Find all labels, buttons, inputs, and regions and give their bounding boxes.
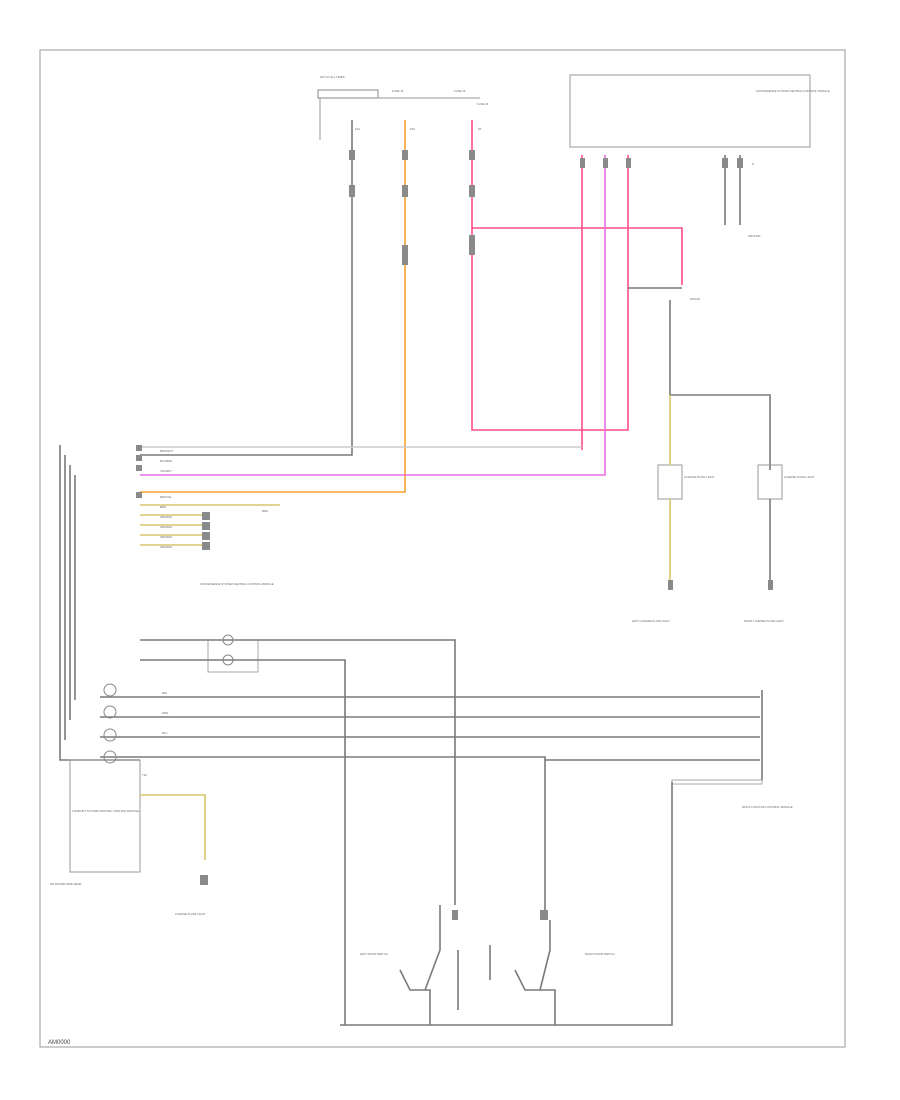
right-bottom-module-label: MULTI-FUNCTION CONTROL MODULE <box>742 805 793 809</box>
splice-label: SPLICE <box>690 297 700 301</box>
wire-bus-rows <box>100 696 760 920</box>
wire-fuse-c-pink <box>471 120 629 431</box>
wire-splice <box>628 287 771 470</box>
diagram-reference: AM0000 <box>48 1040 71 1046</box>
ground-top-label: G <box>752 162 754 166</box>
fuse-c-rating: 5A <box>478 127 482 131</box>
bus-label-8: GRN/BLK <box>160 535 172 539</box>
switch-left-label: LEFT DOOR SWITCH <box>360 952 388 956</box>
fuse-a-rating: 10A <box>355 127 360 131</box>
top-fuse-box: HOT AT ALL TIMES FUSE 14 FUSE 15 FUSE 16… <box>317 75 489 140</box>
lamp-right-bottom-label: RIGHT LICENSE PLATE LIGHT <box>744 619 784 623</box>
top-fuse-box-label: HOT AT ALL TIMES <box>320 75 345 79</box>
center-module: CONVENIENCE SYSTEM CENTRAL CONTROL MODUL… <box>140 582 456 1025</box>
wire-pink-horizontal <box>472 227 683 285</box>
fuse-a-label: FUSE 14 <box>392 89 404 93</box>
bus-label-3: VIO/WHT <box>160 469 172 473</box>
ground-bottom-left-label: LICENSE PLATE LIGHT <box>175 912 206 916</box>
lamp-right-label: LICENSE PLATE LIGHT <box>784 475 815 479</box>
right-bottom-module: MULTI-FUNCTION CONTROL MODULE <box>340 690 793 1026</box>
ground-top-right-label: GROUND <box>748 234 760 238</box>
diagram-frame <box>39 49 846 1048</box>
left-module-label: COMFORT SYSTEM CENTRAL CONTROL MODULE <box>72 809 139 813</box>
connector-markers <box>136 150 773 920</box>
lamp-left: LICENSE PLATE LIGHT LEFT LICENSE PLATE L… <box>632 395 715 623</box>
left-module-sub-label: ON DRIVER SIDE REAR <box>50 882 81 886</box>
bus-label-2: BLU/RED <box>160 459 172 463</box>
fuse-b-label: FUSE 15 <box>454 89 466 93</box>
wire-fuse-a-black <box>140 120 353 456</box>
bus-grn-label: GRN <box>162 711 168 715</box>
bus-label-9: GRN/BLK <box>160 545 172 549</box>
bus-blu-label: BLU <box>162 731 167 735</box>
wire-brn-label: BRN <box>262 509 268 513</box>
lamp-left-label: LICENSE PLATE LIGHT <box>684 475 715 479</box>
wire-fuse-b-orange <box>140 120 406 493</box>
bus-label-4: RED/YEL <box>160 495 172 499</box>
center-module-label: CONVENIENCE SYSTEM CENTRAL CONTROL MODUL… <box>200 582 274 586</box>
left-connector-bus: BRN/WHT BLU/RED VIO/WHT RED/YEL BRN GRN/… <box>59 445 280 761</box>
wire-module-magenta <box>140 155 606 476</box>
lamp-right: LICENSE PLATE LIGHT RIGHT LICENSE PLATE … <box>744 464 815 623</box>
top-right-module: CONVENIENCE SYSTEM CENTRAL CONTROL MODUL… <box>569 74 830 238</box>
bus-label-6: GRN/BLK <box>160 515 172 519</box>
bus-label-7: GRN/BLK <box>160 525 172 529</box>
bus-blk-label: BLK <box>162 691 167 695</box>
wire-ground-left <box>140 794 206 860</box>
bus-label-5: BRN <box>160 505 166 509</box>
switch-right-label: RIGHT DOOR SWITCH <box>585 952 615 956</box>
fuse-c-label: FUSE 16 <box>477 102 489 106</box>
top-right-module-label: CONVENIENCE SYSTEM CENTRAL CONTROL MODUL… <box>756 89 830 93</box>
fuse-b-rating: 15A <box>410 127 415 131</box>
switch-left: LEFT DOOR SWITCH <box>360 905 459 1025</box>
bus-label-1: BRN/WHT <box>160 449 173 453</box>
plus-label: T16 <box>142 773 147 777</box>
left-module: COMFORT SYSTEM CENTRAL CONTROL MODULE ON… <box>50 683 147 886</box>
lamp-left-bottom-label: LEFT LICENSE PLATE LIGHT <box>632 619 670 623</box>
switch-right: RIGHT DOOR SWITCH <box>489 920 615 1025</box>
